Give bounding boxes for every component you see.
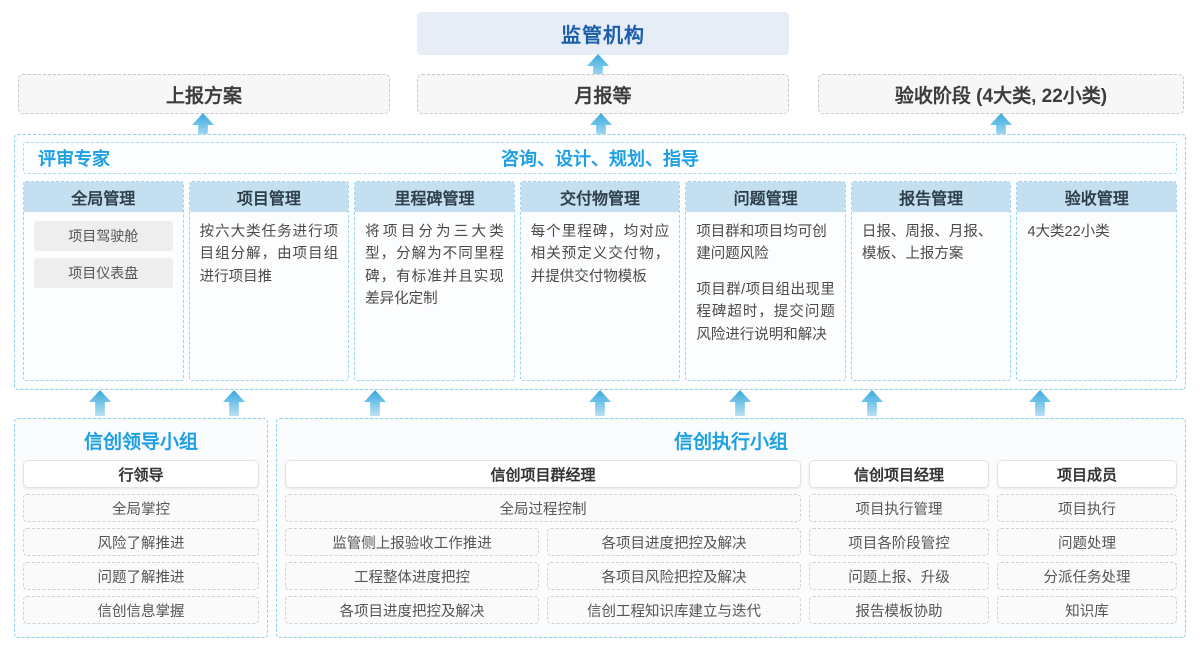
project-member-column: 项目成员 项目执行 问题处理 分派任务处理 知识库 bbox=[997, 460, 1177, 624]
card-global-management[interactable]: 全局管理 项目驾驶舱 项目仪表盘 bbox=[23, 181, 184, 381]
arrow-bottom-to-card-3 bbox=[364, 390, 386, 416]
card-body: 4大类22小类 bbox=[1017, 212, 1176, 380]
task-item[interactable]: 全局过程控制 bbox=[285, 494, 801, 522]
card-paragraph: 4大类22小类 bbox=[1027, 224, 1110, 240]
service-band: 评审专家 咨询、设计、规划、指导 全局管理 项目驾驶舱 项目仪表盘 项目管理 按… bbox=[14, 134, 1186, 390]
service-band-header: 评审专家 咨询、设计、规划、指导 bbox=[23, 142, 1177, 174]
task-item[interactable]: 项目执行管理 bbox=[809, 494, 989, 522]
card-acceptance-management[interactable]: 验收管理 4大类22小类 bbox=[1016, 181, 1178, 381]
card-paragraph: 每个里程碑，均对应相关预定义交付物，并提供交付物模板 bbox=[530, 224, 670, 285]
card-title: 里程碑管理 bbox=[355, 182, 514, 212]
card-title: 报告管理 bbox=[851, 182, 1011, 212]
role-project-manager[interactable]: 信创项目经理 bbox=[809, 460, 989, 488]
card-title: 交付物管理 bbox=[520, 182, 680, 212]
card-title: 全局管理 bbox=[24, 182, 183, 212]
report-box-plan: 上报方案 bbox=[18, 74, 390, 114]
consulting-label: 咨询、设计、规划、指导 bbox=[501, 149, 699, 169]
execution-group-columns: 信创项目群经理 全局过程控制 监管侧上报验收工作推进 工程整体进度把控 各项目进… bbox=[277, 460, 1185, 632]
card-body: 按六大类任务进行项目组分解，由项目组进行项目推 bbox=[190, 212, 349, 380]
task-item[interactable]: 项目各阶段管控 bbox=[809, 528, 989, 556]
card-paragraph: 日报、周报、月报、模板、上报方案 bbox=[861, 224, 993, 263]
card-title: 验收管理 bbox=[1017, 182, 1177, 212]
card-title: 问题管理 bbox=[686, 182, 845, 212]
task-item[interactable]: 监管侧上报验收工作推进 bbox=[285, 528, 539, 556]
project-manager-column: 信创项目经理 项目执行管理 项目各阶段管控 问题上报、升级 报告模板协助 bbox=[809, 460, 989, 624]
task-item[interactable]: 风险了解推进 bbox=[23, 528, 259, 556]
leading-group-title: 信创领导小组 bbox=[83, 432, 198, 453]
card-body: 每个里程碑，均对应相关预定义交付物，并提供交付物模板 bbox=[521, 212, 680, 380]
card-paragraph: 项目群和项目均可创建问题风险 bbox=[696, 224, 827, 263]
arrow-bottom-to-card-5 bbox=[729, 390, 751, 416]
arrow-bottom-to-card-6 bbox=[861, 390, 883, 416]
card-paragraph: 按六大类任务进行项目组分解，由项目组进行项目推 bbox=[199, 224, 339, 285]
pill-item[interactable]: 项目仪表盘 bbox=[34, 258, 173, 288]
card-body: 日报、周报、月报、模板、上报方案 bbox=[852, 212, 1011, 380]
leading-group: 信创领导小组 行领导 全局掌控 风险了解推进 问题了解推进 信创信息掌握 bbox=[14, 418, 268, 638]
card-project-management[interactable]: 项目管理 按六大类任务进行项目组分解，由项目组进行项目推 bbox=[188, 181, 350, 381]
execution-group-title: 信创执行小组 bbox=[673, 432, 788, 453]
regulator-box: 监管机构 bbox=[417, 12, 789, 55]
leading-group-columns: 行领导 全局掌控 风险了解推进 问题了解推进 信创信息掌握 bbox=[15, 460, 267, 632]
task-item[interactable]: 信创工程知识库建立与迭代 bbox=[547, 596, 801, 624]
role-bank-leader[interactable]: 行领导 bbox=[23, 460, 259, 488]
role-program-manager[interactable]: 信创项目群经理 bbox=[285, 460, 801, 488]
task-item[interactable]: 信创信息掌握 bbox=[23, 596, 259, 624]
arrow-bottom-to-card-7 bbox=[1029, 390, 1051, 416]
card-paragraph: 项目群/项目组出现里程碑超时，提交问题风险进行说明和解决 bbox=[696, 281, 835, 343]
arrow-bottom-to-card-1 bbox=[89, 390, 111, 416]
review-experts-label: 评审专家 bbox=[38, 149, 110, 169]
arrow-bottom-to-card-2 bbox=[223, 390, 245, 416]
task-item[interactable]: 项目执行 bbox=[997, 494, 1177, 522]
program-manager-subcolumns: 监管侧上报验收工作推进 工程整体进度把控 各项目进度把控及解决 各项目进度把控及… bbox=[285, 528, 801, 624]
execution-group: 信创执行小组 信创项目群经理 全局过程控制 监管侧上报验收工作推进 工程整体进度… bbox=[276, 418, 1186, 638]
task-item[interactable]: 报告模板协助 bbox=[809, 596, 989, 624]
card-body: 将项目分为三大类型，分解为不同里程碑，有标准并且实现差异化定制 bbox=[355, 212, 514, 380]
pill-item[interactable]: 项目驾驶舱 bbox=[34, 221, 173, 251]
management-card-list: 全局管理 项目驾驶舱 项目仪表盘 项目管理 按六大类任务进行项目组分解，由项目组… bbox=[23, 181, 1178, 381]
card-report-management[interactable]: 报告管理 日报、周报、月报、模板、上报方案 bbox=[850, 181, 1012, 381]
report-box-plan-label: 上报方案 bbox=[165, 85, 242, 107]
task-item[interactable]: 全局掌控 bbox=[23, 494, 259, 522]
leading-group-column: 行领导 全局掌控 风险了解推进 问题了解推进 信创信息掌握 bbox=[23, 460, 259, 624]
card-deliverable-management[interactable]: 交付物管理 每个里程碑，均对应相关预定义交付物，并提供交付物模板 bbox=[519, 181, 681, 381]
report-box-acceptance-label: 验收阶段 (4大类, 22小类) bbox=[894, 85, 1108, 107]
card-issue-management[interactable]: 问题管理 项目群和项目均可创建问题风险 项目群/项目组出现里程碑超时，提交问题风… bbox=[685, 181, 846, 381]
arrow-bottom-to-card-4 bbox=[589, 390, 611, 416]
program-manager-left-tasks: 监管侧上报验收工作推进 工程整体进度把控 各项目进度把控及解决 bbox=[285, 528, 539, 624]
task-item[interactable]: 知识库 bbox=[997, 596, 1177, 624]
card-paragraph: 将项目分为三大类型，分解为不同里程碑，有标准并且实现差异化定制 bbox=[365, 224, 504, 308]
report-box-acceptance: 验收阶段 (4大类, 22小类) bbox=[818, 74, 1184, 114]
task-item[interactable]: 分派任务处理 bbox=[997, 562, 1177, 590]
task-item[interactable]: 各项目进度把控及解决 bbox=[285, 596, 539, 624]
card-body: 项目群和项目均可创建问题风险 项目群/项目组出现里程碑超时，提交问题风险进行说明… bbox=[686, 212, 845, 380]
card-body: 项目驾驶舱 项目仪表盘 bbox=[24, 212, 183, 380]
regulator-label: 监管机构 bbox=[561, 25, 645, 47]
program-manager-column: 信创项目群经理 全局过程控制 监管侧上报验收工作推进 工程整体进度把控 各项目进… bbox=[285, 460, 801, 624]
organization-band: 信创领导小组 行领导 全局掌控 风险了解推进 问题了解推进 信创信息掌握 信创执… bbox=[14, 418, 1186, 638]
task-item[interactable]: 工程整体进度把控 bbox=[285, 562, 539, 590]
role-project-member[interactable]: 项目成员 bbox=[997, 460, 1177, 488]
task-item[interactable]: 各项目进度把控及解决 bbox=[547, 528, 801, 556]
task-item[interactable]: 问题了解推进 bbox=[23, 562, 259, 590]
card-title: 项目管理 bbox=[189, 182, 349, 212]
task-item[interactable]: 问题上报、升级 bbox=[809, 562, 989, 590]
task-item[interactable]: 各项目风险把控及解决 bbox=[547, 562, 801, 590]
report-box-monthly: 月报等 bbox=[417, 74, 789, 114]
program-manager-right-tasks: 各项目进度把控及解决 各项目风险把控及解决 信创工程知识库建立与迭代 bbox=[547, 528, 801, 624]
report-box-monthly-label: 月报等 bbox=[574, 85, 632, 107]
card-milestone-management[interactable]: 里程碑管理 将项目分为三大类型，分解为不同里程碑，有标准并且实现差异化定制 bbox=[354, 181, 515, 381]
task-item[interactable]: 问题处理 bbox=[997, 528, 1177, 556]
